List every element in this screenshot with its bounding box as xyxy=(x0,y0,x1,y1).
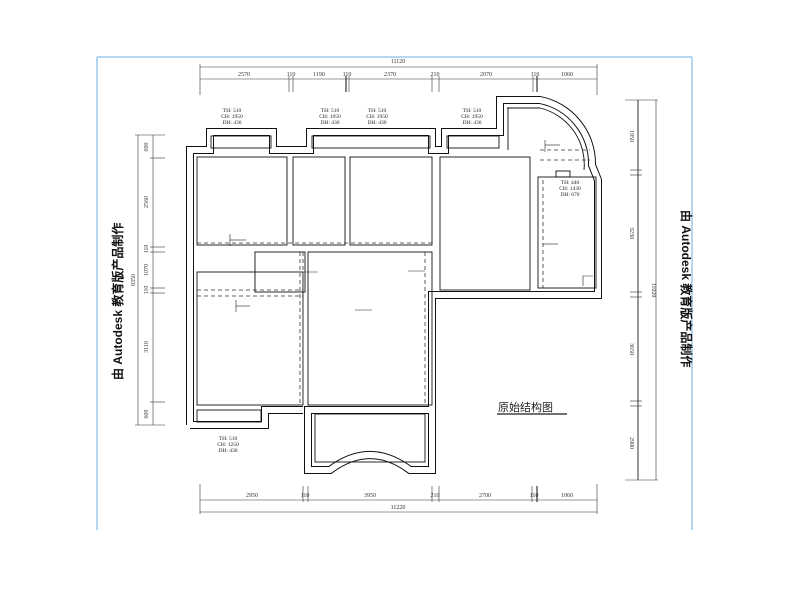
dim-bottom-segment: 110 xyxy=(301,493,310,499)
room-bedroom-2 xyxy=(349,156,433,246)
window-note-ch: CH: 1950 xyxy=(221,114,243,120)
window-note-ch: CH: 1950 xyxy=(319,114,341,120)
window-1 xyxy=(210,135,272,149)
window-note-th: TH: 510 xyxy=(223,108,242,114)
dim-bottom-segment: 1060 xyxy=(561,493,573,499)
dim-left-segment: 110 xyxy=(144,286,150,295)
dim-bottom-segment: 110 xyxy=(530,493,539,499)
dim-top-segment: 110 xyxy=(287,72,296,78)
window-3 xyxy=(446,135,500,149)
beam-lines xyxy=(197,149,590,405)
dim-top-segment: 1190 xyxy=(313,72,325,78)
watermark-left: 由 Autodesk 教育版产品制作 xyxy=(110,223,125,380)
dim-left-segment: 600 xyxy=(144,410,150,419)
window-note-th: TH: 510 xyxy=(368,108,387,114)
dim-top-segment: 2070 xyxy=(480,72,492,78)
dim-top-total: 11120 xyxy=(391,59,406,65)
window-note-th: TH: 510 xyxy=(219,436,238,442)
dim-top-segment: 2370 xyxy=(384,72,396,78)
watermark-right: 由 Autodesk 教育版产品制作 xyxy=(679,210,694,367)
window-note-dh: DH: 430 xyxy=(218,448,237,454)
right-dimension-chain xyxy=(625,99,658,481)
dim-left-segment: 1070 xyxy=(144,264,150,276)
window-note-ch: CH: 1950 xyxy=(366,114,388,120)
room-bedroom-3 xyxy=(439,156,531,291)
dim-bottom-segment: 210 xyxy=(431,493,440,499)
window-note-dh: DH: 430 xyxy=(367,120,386,126)
dim-bottom-segment: 2950 xyxy=(246,493,258,499)
dim-right-segment: 2900 xyxy=(628,437,634,449)
dim-top-segment: 1060 xyxy=(561,72,573,78)
dim-top-segment: 110 xyxy=(531,72,540,78)
room-bay-window xyxy=(314,413,426,463)
dim-top-segment: 110 xyxy=(343,72,352,78)
room-bedroom-1 xyxy=(196,156,288,246)
window-note-ch: CH: 1950 xyxy=(461,114,483,120)
window-note-th: TH: 440 xyxy=(561,180,580,186)
dim-right-segment: 3230 xyxy=(628,227,634,239)
dim-right-segment: 3650 xyxy=(628,343,634,355)
left-dimension-chain xyxy=(135,134,165,426)
dim-bottom-segment: 2700 xyxy=(479,493,491,499)
top-dimension-chain xyxy=(199,64,598,95)
window-note-th: TH: 510 xyxy=(463,108,482,114)
bottom-dimension-chain xyxy=(199,484,598,514)
window-note-dh: DH: 430 xyxy=(320,120,339,126)
dim-left-segment: 3110 xyxy=(144,341,150,353)
window-2 xyxy=(311,135,431,149)
room-balcony-curved xyxy=(507,107,585,171)
dim-bottom-segment: 3950 xyxy=(364,493,376,499)
window-note-dh: DH: 430 xyxy=(222,120,241,126)
window-note-dh: DH: 430 xyxy=(462,120,481,126)
elevation-markers xyxy=(229,140,593,312)
window-note-ch: CH: 1250 xyxy=(217,442,239,448)
drawing-title: 原始结构图 xyxy=(498,400,553,414)
room-living xyxy=(307,251,433,406)
dim-bottom-total: 11220 xyxy=(391,505,406,511)
dim-top-segment: 210 xyxy=(431,72,440,78)
window-note-dh: DH: 670 xyxy=(560,192,579,198)
dim-left-segment: 110 xyxy=(144,245,150,254)
dim-left-total: 8350 xyxy=(131,274,137,286)
dim-right-segment: 1950 xyxy=(628,130,634,142)
dim-top-segment: 2570 xyxy=(238,72,250,78)
dim-left-segment: 690 xyxy=(144,143,150,152)
room-balcony xyxy=(196,409,262,423)
window-bath xyxy=(555,170,571,178)
room-study xyxy=(292,156,346,246)
window-note-th: TH: 510 xyxy=(321,108,340,114)
dim-right-total: 11020 xyxy=(650,283,656,298)
rooms xyxy=(196,107,597,463)
dim-left-segment: 2560 xyxy=(144,196,150,208)
window-note-ch: CH: 1430 xyxy=(559,186,581,192)
